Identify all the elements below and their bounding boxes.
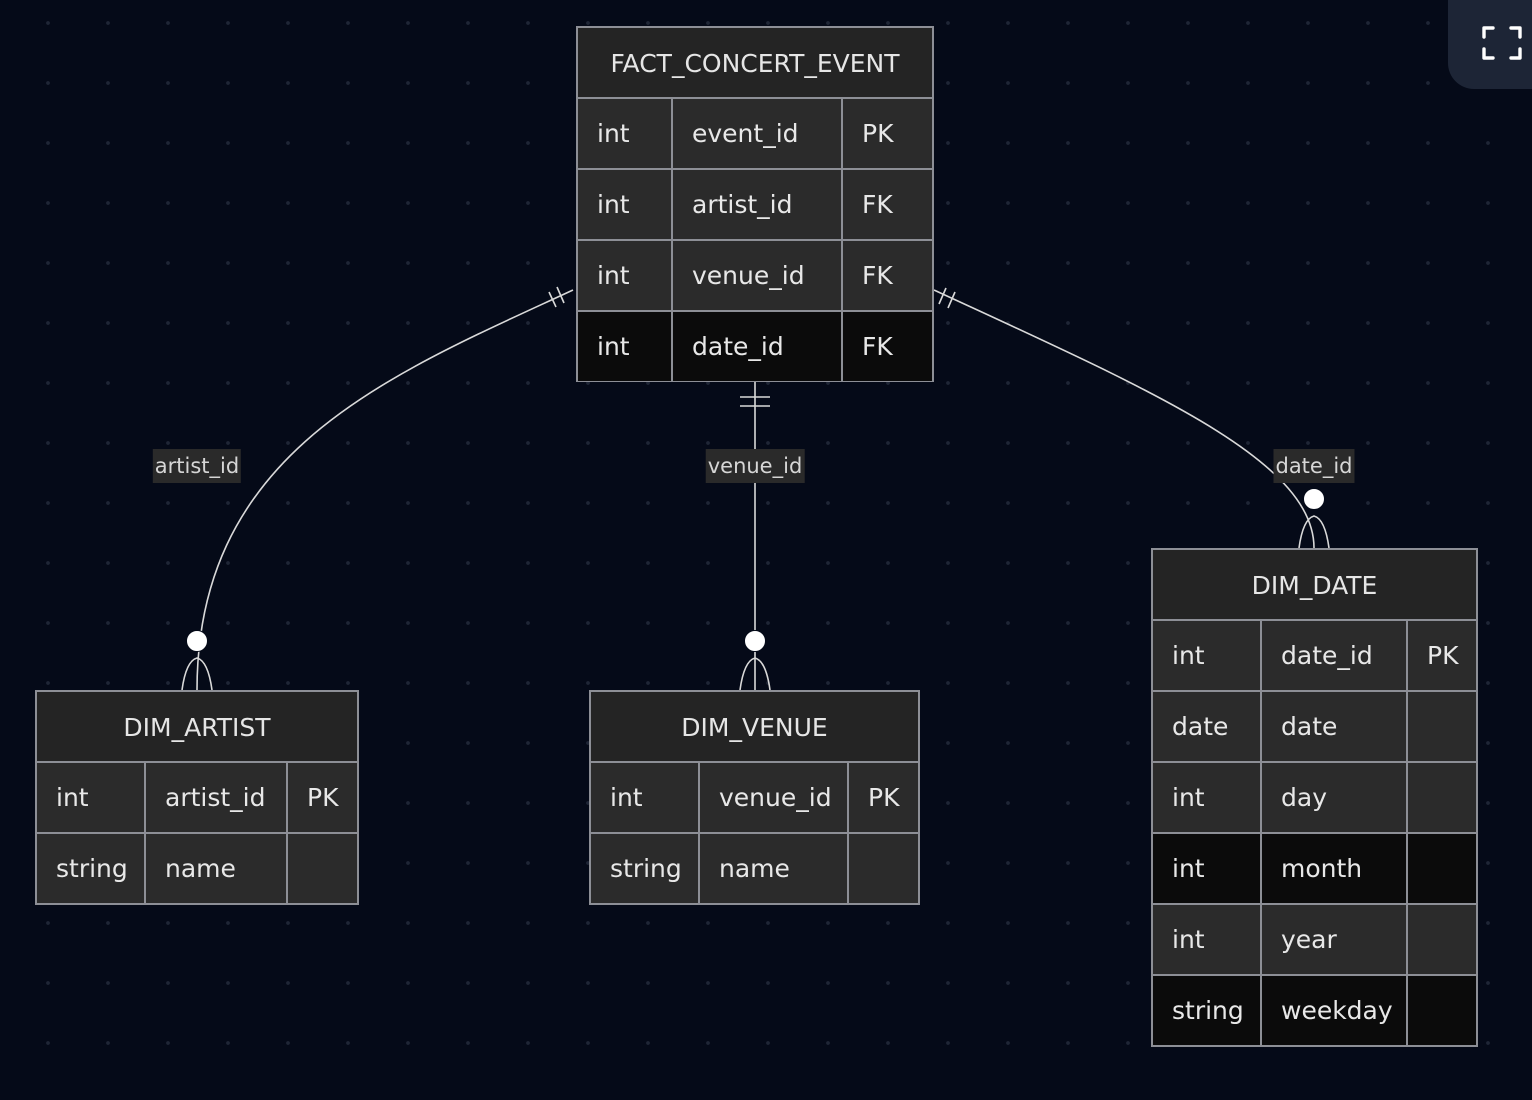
fullscreen-icon (1482, 26, 1522, 60)
attribute-row: int date_id FK (578, 312, 932, 381)
attribute-key (849, 834, 918, 903)
attribute-name: artist_id (673, 170, 843, 239)
entity-fact-concert-event[interactable]: FACT_CONCERT_EVENT int event_id PK int a… (576, 26, 934, 382)
attribute-name: date (1262, 692, 1408, 761)
attribute-key: PK (868, 783, 900, 812)
relationship-line-artist (196, 289, 574, 691)
relationship-label-venue: venue_id (705, 449, 805, 483)
entity-dim-venue[interactable]: DIM_VENUE int venue_id PK string name (589, 690, 920, 905)
attribute-key: FK (862, 261, 893, 290)
one-marker-artist-a (548, 291, 557, 308)
attribute-row: int venue_id PK (591, 763, 918, 834)
many-marker-date (1298, 515, 1330, 549)
one-marker-date-b (947, 291, 956, 309)
attribute-name: event_id (673, 99, 843, 168)
entity-dim-date[interactable]: DIM_DATE int date_id PK date date int da… (1151, 548, 1478, 1047)
attribute-name: month (1262, 834, 1408, 903)
attribute-type: int (1153, 621, 1262, 690)
zero-marker-date (1303, 488, 1325, 510)
attribute-key (1408, 763, 1476, 832)
attribute-type: int (578, 312, 673, 381)
attribute-row: date date (1153, 692, 1476, 763)
attribute-row: string name (37, 834, 357, 903)
attribute-key (1408, 976, 1476, 1045)
attribute-row: int date_id PK (1153, 621, 1476, 692)
many-marker-venue (739, 657, 771, 691)
attribute-type: string (1153, 976, 1262, 1045)
attribute-type: int (591, 763, 700, 832)
attribute-name: name (700, 834, 849, 903)
relationship-label-artist: artist_id (152, 449, 242, 483)
entity-title: DIM_DATE (1153, 550, 1476, 621)
zero-marker-artist (186, 630, 208, 652)
attribute-key (1408, 834, 1476, 903)
attribute-key: PK (862, 119, 894, 148)
many-marker-artist (181, 657, 213, 691)
attribute-type: int (1153, 905, 1262, 974)
attribute-name: name (146, 834, 288, 903)
attribute-key (288, 834, 357, 903)
zero-marker-venue (744, 630, 766, 652)
attribute-name: day (1262, 763, 1408, 832)
attribute-type: int (578, 99, 673, 168)
relationship-label-date: date_id (1273, 449, 1355, 483)
attribute-row: int day (1153, 763, 1476, 834)
attribute-row: int venue_id FK (578, 241, 932, 312)
attribute-key (1408, 905, 1476, 974)
attribute-key (1408, 692, 1476, 761)
attribute-row: string weekday (1153, 976, 1476, 1045)
entity-title: DIM_VENUE (591, 692, 918, 763)
attribute-type: int (578, 170, 673, 239)
attribute-type: int (1153, 763, 1262, 832)
one-marker-date-a (938, 287, 947, 305)
attribute-name: date_id (673, 312, 843, 381)
attribute-row: int artist_id FK (578, 170, 932, 241)
one-marker-artist-b (556, 286, 565, 304)
attribute-key: FK (862, 190, 893, 219)
attribute-row: int year (1153, 905, 1476, 976)
attribute-name: venue_id (700, 763, 849, 832)
attribute-row: int month (1153, 834, 1476, 905)
attribute-key: PK (1427, 641, 1459, 670)
attribute-type: date (1153, 692, 1262, 761)
attribute-key: PK (307, 783, 339, 812)
attribute-type: int (578, 241, 673, 310)
attribute-name: artist_id (146, 763, 288, 832)
relationship-line-date (933, 289, 1315, 549)
attribute-name: date_id (1262, 621, 1408, 690)
attribute-type: int (1153, 834, 1262, 903)
attribute-type: int (37, 763, 146, 832)
entity-title: FACT_CONCERT_EVENT (578, 28, 932, 99)
attribute-name: venue_id (673, 241, 843, 310)
attribute-name: weekday (1262, 976, 1408, 1045)
entity-title: DIM_ARTIST (37, 692, 357, 763)
attribute-type: string (591, 834, 700, 903)
attribute-row: string name (591, 834, 918, 903)
attribute-name: year (1262, 905, 1408, 974)
attribute-key: FK (862, 332, 893, 361)
attribute-row: int event_id PK (578, 99, 932, 170)
attribute-row: int artist_id PK (37, 763, 357, 834)
fullscreen-button[interactable] (1448, 0, 1532, 89)
attribute-type: string (37, 834, 146, 903)
entity-dim-artist[interactable]: DIM_ARTIST int artist_id PK string name (35, 690, 359, 905)
